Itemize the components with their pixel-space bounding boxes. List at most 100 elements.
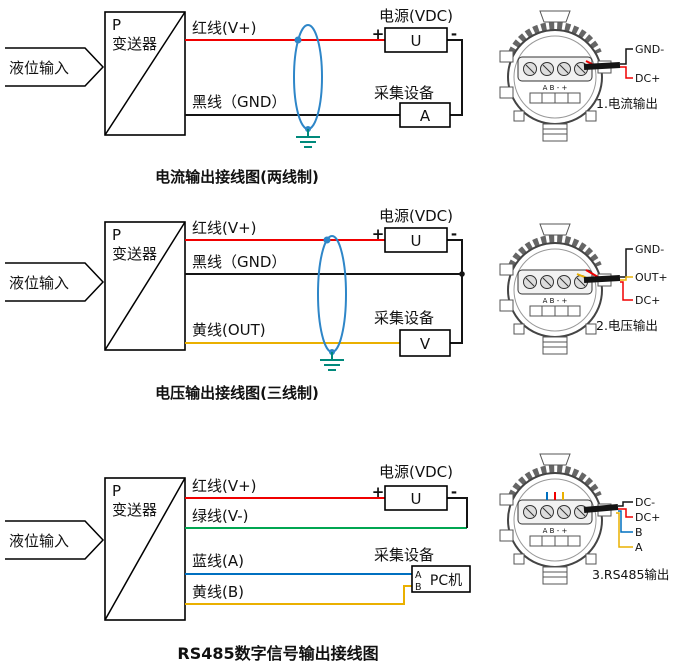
level-input-label: 液位输入 [9,532,69,550]
arrow-outline [5,262,105,302]
section-rs485-output: 液位输入 P 变送器 红线(V+) 绿线(V-) 蓝线(A) 黄线(B) 电源(… [5,454,669,663]
transmitter-head [500,11,611,141]
device-box [399,329,451,357]
head-cable [583,62,621,70]
transmitter-diagonal [104,477,186,621]
red-wire-label: 红线(V+) [192,477,257,495]
yellow-wire-label: 黄线(OUT) [192,321,266,339]
transmitter-box: P 变送器 [104,221,186,351]
branch-dc-plus [620,66,633,79]
power-box [384,27,448,53]
branch-b [618,510,633,533]
level-input-arrow: 液位输入 [5,47,105,87]
transmitter-p-label: P [112,482,121,500]
head-caption: 3.RS485输出 [592,567,669,582]
head-wiring: GND- OUT+ DC+ 2.电压输出 [576,243,668,333]
ground-symbol [296,129,320,148]
shield-tap-dot [294,36,302,44]
section-voltage-output: 液位输入 P 变送器 红线(V+) 黑线（GND） 黄线(OUT) 电 [5,207,668,402]
branch-gnd [620,48,633,65]
level-input-label: 液位输入 [9,274,69,292]
head-wiring: DC- DC+ B A 3.RS485输出 [546,492,669,582]
device-title: 采集设备 [374,546,434,564]
branch-a [616,512,633,548]
power-minus: - [451,225,457,243]
branch-b-label: B [635,526,643,539]
branch-dc-plus-label: DC+ [635,72,660,85]
branch-gnd [620,248,633,278]
shield-ellipse [317,235,347,353]
branch-dc-minus [618,501,633,507]
power-unit: U [411,32,422,50]
transmitter-diagonal [104,11,186,136]
red-wire-label: 红线(V+) [192,219,257,237]
power-supply: 电源(VDC) U + - [372,463,457,511]
red-wire-label: 红线(V+) [192,19,257,37]
power-plus: + [372,225,385,243]
head-caption: 1.电流输出 [596,96,658,111]
transmitter-p-label: P [112,226,121,244]
branch-gnd-label: GND- [635,43,664,56]
yellow-wire [185,585,412,605]
transmitter-head [500,454,611,584]
return-wire [447,39,463,116]
transmitter-diagonal [104,221,186,351]
device-title: 采集设备 [374,309,434,327]
transmitter-name-label: 变送器 [112,245,157,263]
branch-dc-plus-label: DC+ [635,294,660,307]
power-title: 电源(VDC) [379,7,453,25]
branch-dc-plus [618,508,633,518]
transmitter-name-label: 变送器 [112,501,157,519]
device-port-a: A [415,570,422,581]
junction-dot [459,271,465,277]
branch-out-label: OUT+ [635,271,668,284]
cable-shield [317,235,347,355]
device-title: 采集设备 [374,84,434,102]
device-port-b: B [415,582,422,593]
device-unit: V [420,335,431,353]
black-wire-label: 黑线（GND） [192,253,286,271]
black-wire-label: 黑线（GND） [192,93,286,111]
branch-dc-plus [620,281,633,301]
section-caption: RS485数字信号输出接线图 [177,644,378,663]
power-minus: - [451,483,457,501]
power-plus: + [372,483,385,501]
transmitter-box: P 变送器 [104,477,186,621]
power-title: 电源(VDC) [379,207,453,225]
device-box [411,565,471,593]
section-caption: 电流输出接线图(两线制) [155,168,319,186]
return-wire [447,497,468,528]
power-unit: U [411,490,422,508]
power-supply: 电源(VDC) U + - [372,207,457,253]
section-current-output: 液位输入 P 变送器 红线(V+) 黑线（GND） 电源(VDC) U [5,7,664,186]
section-caption: 电压输出接线图(三线制) [155,384,319,402]
shield-tap-dot [323,236,331,244]
transmitter-name-label: 变送器 [112,35,157,53]
arrow-outline [5,520,105,560]
head-caption: 2.电压输出 [596,318,658,333]
power-box [384,227,448,253]
power-title: 电源(VDC) [379,463,453,481]
branch-dc-plus-label: DC+ [635,511,660,524]
power-unit: U [411,232,422,250]
terminal-lead-red [585,269,599,278]
branch-a-label: A [635,541,643,554]
yellow-wire-label: 黄线(B) [192,583,244,601]
branch-out [620,276,633,281]
acquisition-device: 采集设备 V [374,309,451,357]
blue-wire-label: 蓝线(A) [192,552,244,570]
level-input-arrow: 液位输入 [5,520,105,560]
device-unit: A [420,107,431,125]
branch-dc-minus-label: DC- [635,496,655,509]
transmitter-p-label: P [112,16,121,34]
power-plus: + [372,25,385,43]
power-minus: - [451,25,457,43]
device-box [399,102,451,128]
head-cable [583,275,621,283]
head-wiring: GND- DC+ 1.电流输出 [583,43,664,111]
branch-gnd-label: GND- [635,243,664,256]
green-wire-label: 绿线(V-) [192,507,249,525]
return-wire [447,239,463,344]
